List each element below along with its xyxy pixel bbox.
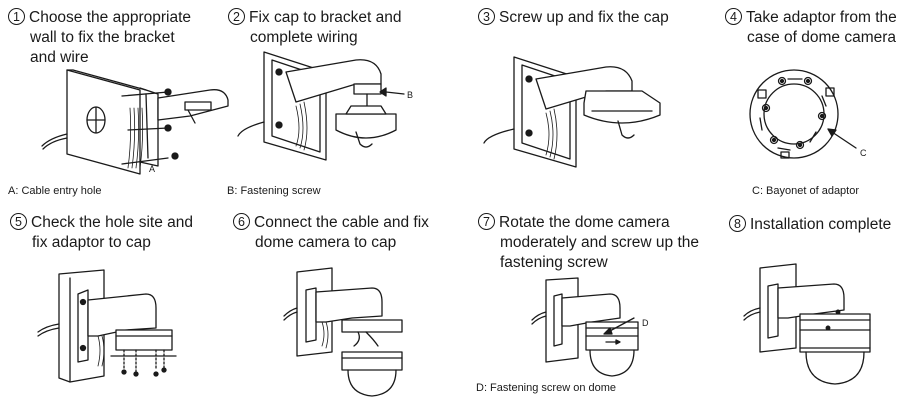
step-6-illustration <box>283 267 403 397</box>
step-1-caption: A: Cable entry hole <box>8 185 102 197</box>
step-6-number: 6 <box>233 213 250 230</box>
step-4-caption: C: Bayonet of adaptor <box>752 185 860 197</box>
step-1-number: 1 <box>8 8 25 25</box>
step-4-number: 4 <box>725 8 742 25</box>
step-2-illustration: B <box>237 51 413 161</box>
step-7-caption: D: Fastening screw on dome <box>476 382 617 394</box>
callout-b-label: B <box>407 90 413 100</box>
step-7-illustration: D <box>531 277 649 377</box>
callout-c-label: C <box>860 148 867 158</box>
step-3-number: 3 <box>478 8 495 25</box>
step-8-number: 8 <box>729 215 746 232</box>
step-4-illustration: C <box>749 69 867 159</box>
step-8-illustration <box>743 263 871 385</box>
step-2-caption: B: Fastening screw <box>227 185 321 197</box>
step-3-illustration <box>483 56 661 168</box>
step-5-number: 5 <box>10 213 27 230</box>
step-7-number: 7 <box>478 213 495 230</box>
step-2-number: 2 <box>228 8 245 25</box>
step-5-illustration <box>37 269 177 383</box>
step-1-illustration: A <box>41 69 229 175</box>
callout-a-label: A <box>149 164 155 174</box>
callout-d-label: D <box>642 318 649 328</box>
